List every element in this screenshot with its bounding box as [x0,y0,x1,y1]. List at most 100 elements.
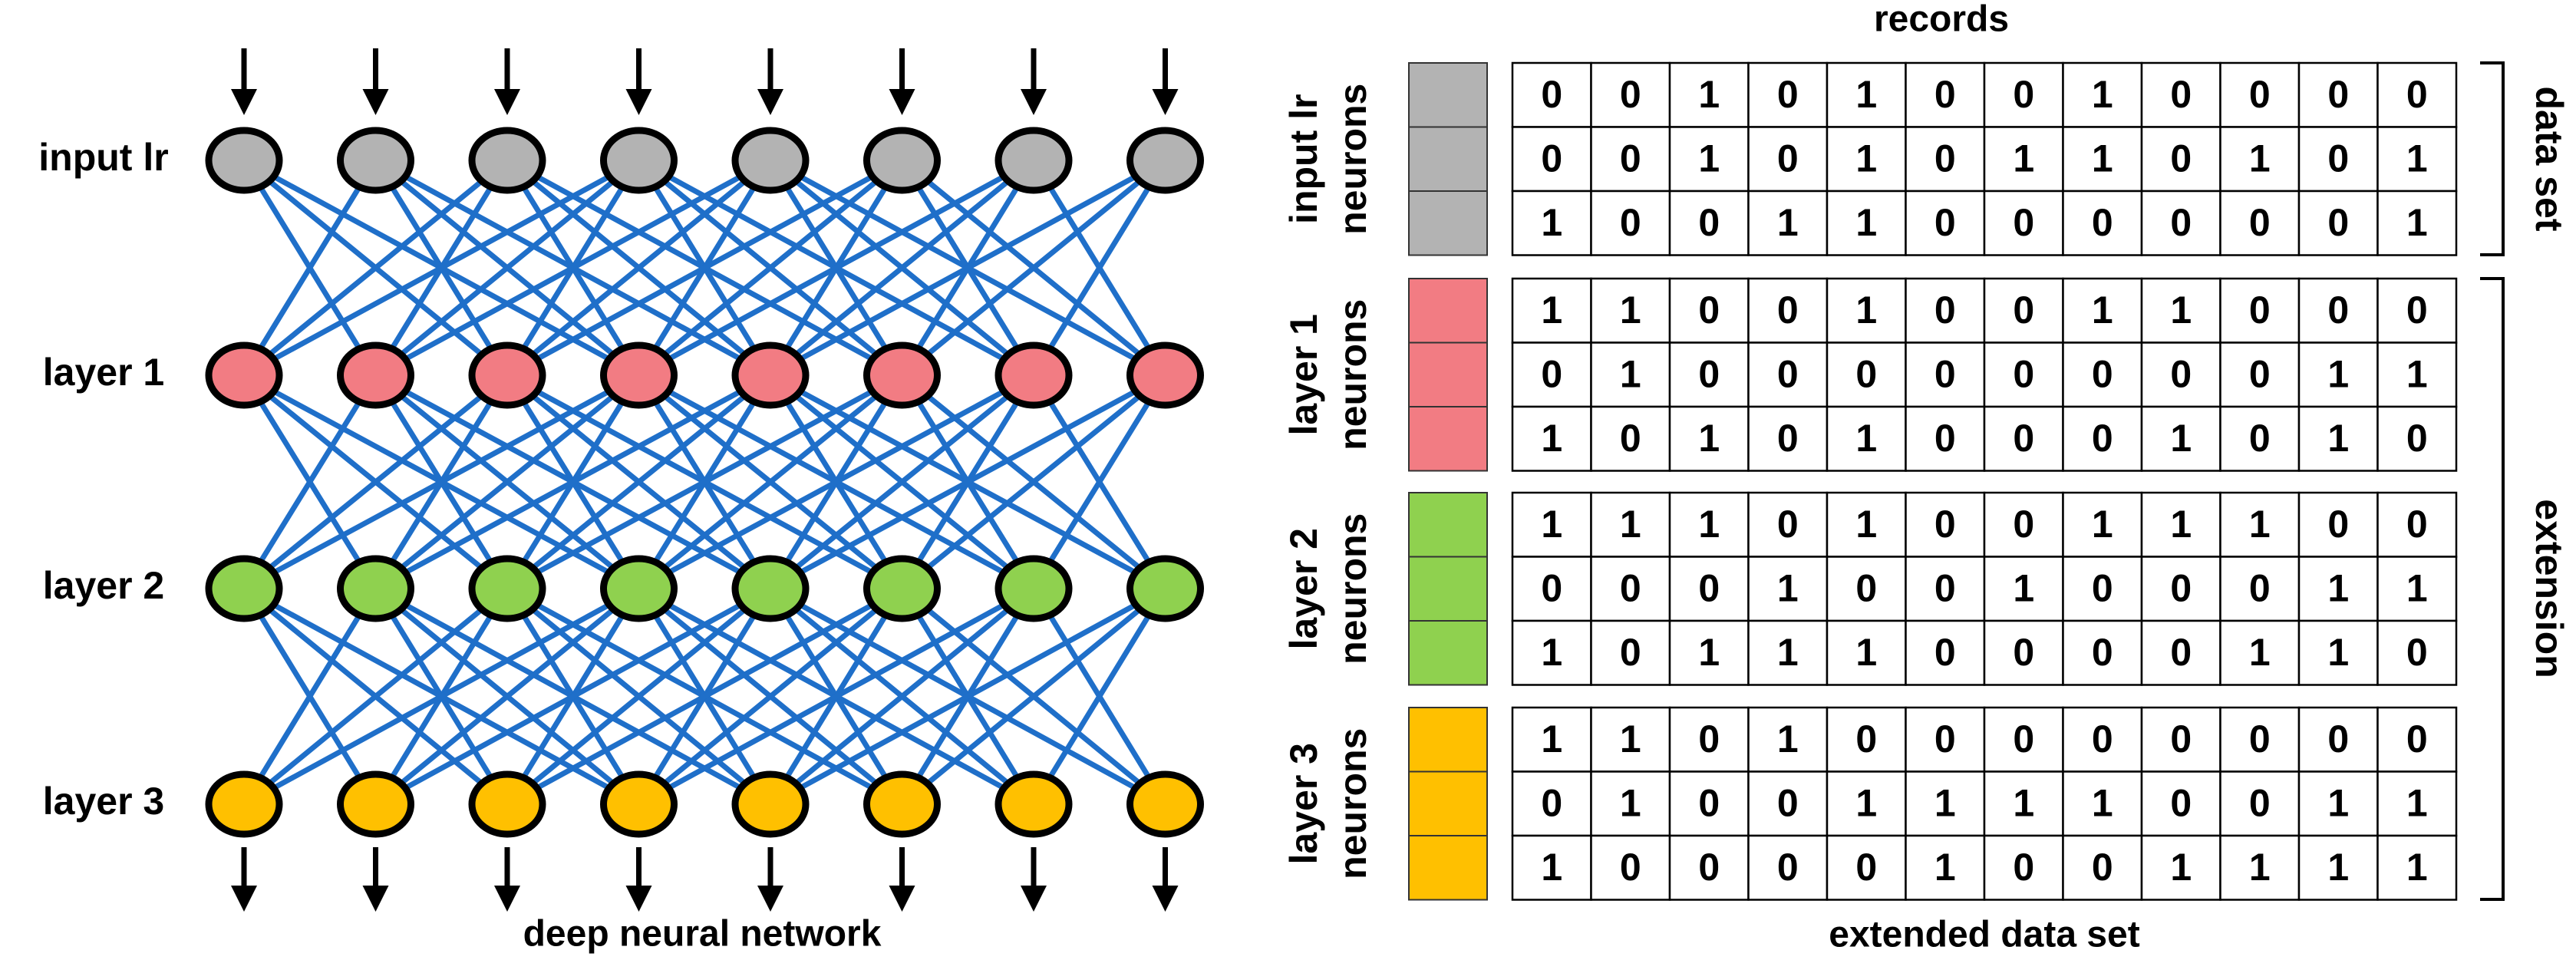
connection-line [506,586,904,807]
cell-value: 1 [1855,73,1877,116]
table-cell [1747,491,1829,558]
cell-value: 0 [1777,503,1799,546]
input-arrow-icon [1152,48,1179,115]
neuron-color-swatch [1408,341,1488,407]
cell-value: 1 [2327,352,2349,395]
table-cell [2219,556,2301,622]
cell-value: 0 [1541,73,1562,116]
table-cell [1826,277,1907,344]
connection-line [374,586,772,807]
connection-line [769,157,1167,378]
table-cell [1511,190,1592,256]
cell-value: 0 [1541,781,1562,824]
layer-label: layer 1 [43,351,164,394]
extension-bracket [2480,277,2505,901]
block-label-line: neurons [1331,84,1374,235]
table-cell [1590,491,1671,558]
neuron-color-swatch [1408,406,1488,472]
table-cell [2376,277,2458,344]
connection-line [1031,159,1168,377]
network-connections [242,157,1168,807]
cell-value: 0 [1698,781,1720,824]
connection-line [505,158,773,378]
cell-value: 0 [2170,201,2192,244]
cell-value: 0 [2092,846,2113,889]
neuron-node [994,770,1073,838]
cell-value: 0 [2013,631,2034,674]
table-cell [2376,834,2458,901]
records-header: records [1874,0,2009,40]
neuron-color-swatch [1408,770,1488,836]
cell-value: 0 [1620,417,1641,460]
cell-value: 1 [1777,201,1799,244]
cell-value: 1 [1698,631,1720,674]
cell-value: 1 [1777,718,1799,760]
network-caption: deep neural network [523,914,882,955]
table-cell [1511,277,1592,344]
table-cell [1826,190,1907,256]
table-cell [2140,405,2221,472]
table-cell [2219,277,2301,344]
connection-line [506,372,904,592]
cell-value: 0 [2170,73,2192,116]
table-cell [1826,834,1907,901]
neuron-node [337,127,414,194]
cell-value: 0 [1698,352,1720,395]
cell-value: 0 [1777,352,1799,395]
neuron-color-swatch [1408,835,1488,901]
table-cell [1983,61,2064,128]
cell-value: 1 [2249,631,2271,674]
input-arrow-icon [889,48,915,115]
cell-value: 1 [1620,352,1641,395]
cell-value: 1 [2406,201,2428,244]
neuron-color-swatch [1408,620,1488,686]
cell-value: 0 [2013,201,2034,244]
neuron-node [1126,555,1204,622]
cell-value: 0 [1777,73,1799,116]
cell-value: 0 [2327,73,2349,116]
connection-line [900,586,1167,807]
cell-value: 0 [2249,352,2271,395]
cell-value: 1 [1541,289,1562,332]
table-cell [1747,706,1829,773]
table-cell [1590,834,1671,901]
cell-value: 0 [2170,781,2192,824]
neuron-color-swatch [1408,126,1488,192]
cell-value: 1 [1934,781,1956,824]
table-cell [2297,834,2379,901]
table-cell [2062,491,2143,558]
cell-value: 0 [1777,137,1799,180]
connection-line [1031,374,1168,590]
cell-value: 0 [2170,137,2192,180]
cell-value: 0 [1934,718,1956,760]
cell-value: 0 [1620,566,1641,609]
cell-value: 1 [2170,846,2192,889]
connection-line [374,157,772,378]
cell-value: 0 [1698,566,1720,609]
neuron-node [468,127,546,194]
cell-value: 0 [2170,352,2192,395]
cell-value: 1 [2170,289,2192,332]
cell-value: 1 [1541,718,1562,760]
cell-value: 0 [2249,73,2271,116]
table-cell [1668,770,1750,837]
table-cell [1511,834,1592,901]
cell-value: 0 [2249,289,2271,332]
neuron-node [1126,770,1204,838]
cell-value: 0 [1541,352,1562,395]
output-arrow-icon [494,847,520,912]
cell-value: 0 [2013,718,2034,760]
table-cell [1668,277,1750,344]
table-cell [2219,770,2301,837]
cell-value: 0 [1777,846,1799,889]
block-label-line: layer 1 [1282,314,1325,435]
connection-line [242,372,641,592]
neuron-color-swatch [1408,278,1488,344]
neuron-color-swatch [1408,62,1488,128]
cell-value: 1 [1698,73,1720,116]
cell-value: 0 [2406,417,2428,460]
cell-value: 1 [1777,566,1799,609]
neuron-color-swatch [1408,492,1488,558]
